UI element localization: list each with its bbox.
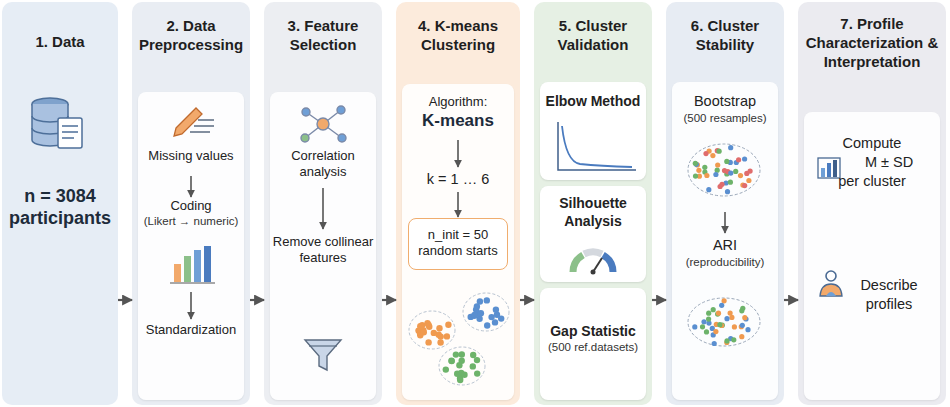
gauge-icon bbox=[573, 252, 613, 275]
elbow-chart bbox=[558, 122, 636, 170]
step-text: (Likert → numeric) bbox=[138, 214, 244, 228]
panel-card bbox=[138, 92, 244, 400]
step-text: M ± SD bbox=[808, 153, 936, 172]
step-text: k = 1 … 6 bbox=[404, 170, 512, 189]
stage-heading: 3. Feature Selection bbox=[268, 16, 378, 54]
flow-arrow bbox=[457, 140, 459, 167]
step-text: per cluster bbox=[808, 172, 936, 191]
stage-heading: 2. Data Preprocessing bbox=[136, 16, 246, 54]
stage-heading: 4. K-means Clustering bbox=[400, 16, 516, 54]
flow-arrow bbox=[784, 299, 798, 301]
step-text: Silhouette Analysis bbox=[540, 194, 646, 230]
step-text: Coding bbox=[138, 198, 244, 214]
cluster-scatter bbox=[409, 293, 509, 385]
bootstrap-clouds bbox=[688, 144, 760, 346]
flow-arrow bbox=[457, 192, 459, 217]
person-icon bbox=[820, 271, 842, 296]
flow-arrow bbox=[190, 292, 192, 319]
step-text: Correlation analysis bbox=[270, 148, 376, 180]
step-text: (500 resamples) bbox=[672, 111, 778, 125]
network-icon bbox=[301, 106, 346, 142]
stage-panel: 1. Data n = 3084 participants bbox=[2, 2, 118, 405]
step-text: Describe profiles bbox=[808, 276, 936, 314]
stage-heading: 6. Cluster Stability bbox=[670, 16, 780, 54]
validation-card: Gap Statistic(500 ref.datasets) bbox=[540, 288, 646, 400]
stage-heading: 5. Cluster Validation bbox=[538, 16, 648, 54]
flow-arrow bbox=[652, 299, 666, 301]
stage-panel: 7. Profile Characterization & Interpreta… bbox=[798, 2, 946, 405]
step-text: Missing values bbox=[138, 148, 244, 164]
step-item: Remove collinear features bbox=[270, 230, 376, 330]
stage-heading: 1. Data bbox=[6, 32, 114, 51]
step-text: (500 ref.datasets) bbox=[540, 340, 646, 354]
param-box: n_init = 50 random starts bbox=[408, 218, 508, 270]
stage-panel: 2. Data PreprocessingMissing valuesCodin… bbox=[132, 2, 250, 405]
flow-arrow bbox=[322, 188, 324, 229]
stage-panel: 5. Cluster ValidationElbow MethodSilhoue… bbox=[534, 2, 652, 405]
flow-arrow bbox=[250, 299, 264, 301]
flow-arrow bbox=[190, 176, 192, 197]
step-text: K-means bbox=[404, 110, 512, 131]
stage-heading: 7. Profile Characterization & Interpreta… bbox=[802, 14, 942, 71]
stage-panel: 6. Cluster StabilityBootstrap(500 resamp… bbox=[666, 2, 784, 405]
step-item: Standardization bbox=[138, 320, 244, 344]
funnel-icon bbox=[305, 340, 341, 370]
pencil-icon bbox=[174, 108, 214, 136]
step-text: Compute bbox=[808, 134, 936, 153]
profile-bar-icon bbox=[818, 158, 840, 178]
sample-size: n = 3084 participants bbox=[6, 185, 114, 229]
bar-chart-icon bbox=[170, 246, 215, 283]
step-text: (reproducibility) bbox=[672, 255, 778, 269]
step-text: Remove collinear features bbox=[270, 234, 376, 266]
step-text: Algorithm: bbox=[404, 94, 512, 110]
step-text: ARI bbox=[672, 236, 778, 255]
validation-card: Silhouette Analysis bbox=[540, 186, 646, 282]
flow-arrow bbox=[520, 299, 534, 301]
step-text: n_init = 50 random starts bbox=[409, 227, 507, 259]
flow-arrow bbox=[724, 212, 726, 233]
step-text: Standardization bbox=[138, 322, 244, 338]
step-item: ARI(reproducibility) bbox=[672, 234, 778, 384]
step-item: ComputeM ± SDper cluster bbox=[808, 124, 936, 204]
step-item: Algorithm:K-means bbox=[404, 92, 512, 138]
database-icon bbox=[32, 98, 82, 148]
step-item: Correlation analysis bbox=[270, 102, 376, 186]
flow-arrow bbox=[118, 299, 132, 301]
step-text: Gap Statistic bbox=[540, 322, 646, 340]
step-item: k = 1 … 6 bbox=[404, 168, 512, 190]
step-text: Elbow Method bbox=[540, 92, 646, 110]
flow-arrow bbox=[382, 299, 396, 301]
step-item: Describe profiles bbox=[808, 262, 936, 314]
step-text: Bootstrap bbox=[672, 92, 778, 111]
